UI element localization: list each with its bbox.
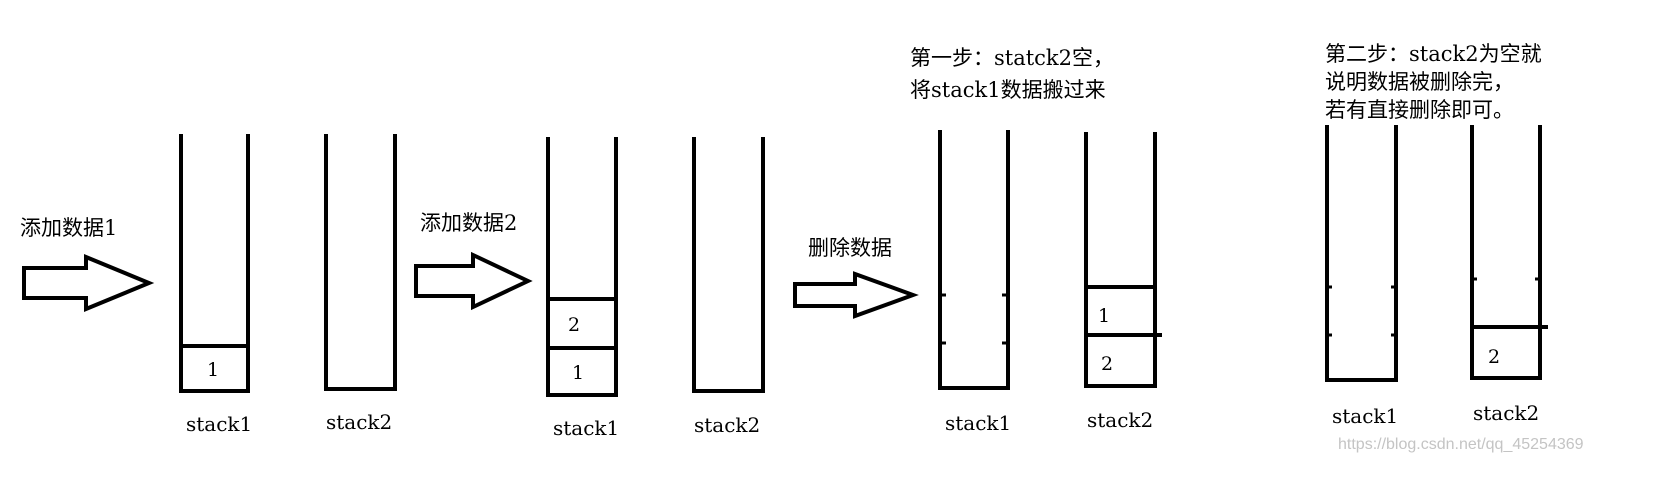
state3-stack2-cell-value-bottom: 2 <box>1101 353 1113 375</box>
state2-stack2-container <box>692 137 765 393</box>
state2-stack1-container <box>546 137 618 397</box>
state2-stack1-label: stack1 <box>553 416 620 440</box>
state3-stack2-label: stack2 <box>1087 408 1154 432</box>
op-add-data-2-label: 添加数据2 <box>420 211 518 235</box>
state4-stack1-container <box>1325 125 1398 382</box>
arrow-add-data-1 <box>22 254 155 312</box>
state4-stack1-label: stack1 <box>1332 404 1399 428</box>
state1-stack2-label: stack2 <box>326 410 393 434</box>
step2-note-line1: 第二步：stack2为空就 <box>1325 42 1542 66</box>
watermark-text: https://blog.csdn.net/qq_45254369 <box>1338 436 1584 453</box>
state2-stack2-label: stack2 <box>694 413 761 437</box>
state4-stack2-label: stack2 <box>1473 401 1540 425</box>
op-delete-data-label: 删除数据 <box>808 236 892 260</box>
arrow-delete-data <box>793 271 919 319</box>
step2-note-line2: 说明数据被删除完， <box>1325 70 1514 94</box>
step2-note-line3: 若有直接删除即可。 <box>1325 98 1514 122</box>
state3-stack2-container <box>1084 132 1157 388</box>
state2-stack1-cell-value-bottom: 1 <box>572 362 584 384</box>
arrow-add-data-2 <box>414 251 533 311</box>
op-add-data-1-label: 添加数据1 <box>20 216 118 240</box>
state3-stack2-cell-value-top: 1 <box>1098 305 1110 327</box>
state3-stack1-label: stack1 <box>945 411 1012 435</box>
state1-stack1-container <box>179 134 250 393</box>
state1-stack1-cell-value: 1 <box>207 359 219 381</box>
state4-stack2-container <box>1470 125 1542 380</box>
state1-stack1-label: stack1 <box>186 412 253 436</box>
state2-stack1-cell-value-top: 2 <box>568 314 580 336</box>
state3-stack1-container <box>938 130 1010 390</box>
step1-note-line1: 第一步：statck2空， <box>910 46 1115 70</box>
step1-note-line2: 将stack1数据搬过来 <box>910 78 1106 102</box>
state4-stack2-cell-value: 2 <box>1488 346 1500 368</box>
state1-stack2-container <box>324 134 397 391</box>
